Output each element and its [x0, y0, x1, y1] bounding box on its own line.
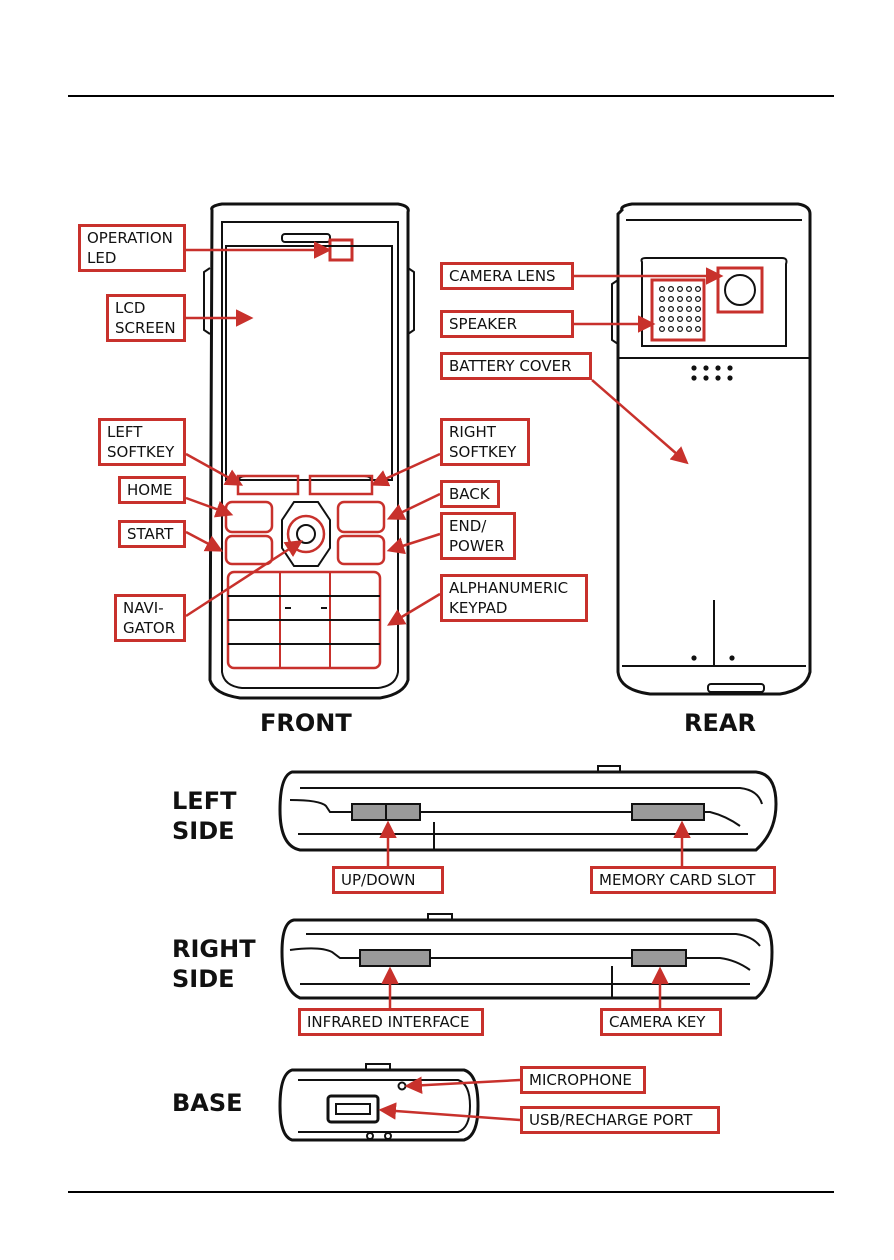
leader-lines: [186, 250, 720, 1120]
callout-infrared-interface: INFRARED INTERFACE: [298, 1008, 484, 1036]
front-softkey-right: [310, 476, 372, 494]
callout-up-down: UP/DOWN: [332, 866, 444, 894]
callout-right-softkey-line1: RIGHT: [449, 422, 521, 442]
callout-operation-led-line2: LED: [87, 248, 177, 268]
base-view: [280, 1064, 478, 1140]
front-home-key: [226, 502, 272, 532]
front-end-key: [338, 536, 384, 564]
leader-battery-cover: [592, 380, 686, 462]
rear-camera-lens: [725, 275, 755, 305]
callout-lcd-screen-line2: SCREEN: [115, 318, 177, 338]
front-navigator-center: [297, 525, 315, 543]
front-body-outline: [210, 204, 408, 698]
rear-view-heading: REAR: [684, 708, 756, 738]
callout-end-power-line1: END/: [449, 516, 507, 536]
callout-right-softkey: RIGHT SOFTKEY: [440, 418, 530, 466]
right-side-heading: RIGHT SIDE: [172, 934, 256, 994]
front-start-key: [226, 536, 272, 564]
leader-left-softkey: [186, 454, 240, 484]
base-strap-hole-left: [367, 1133, 373, 1139]
callout-start: START: [118, 520, 186, 548]
right-side-heading-line2: SIDE: [172, 964, 256, 994]
leader-home: [186, 498, 230, 514]
front-softkey-left: [238, 476, 298, 494]
front-inner-bezel: [222, 222, 398, 688]
leader-navigator: [186, 542, 300, 616]
right-side-infrared-window: [360, 950, 430, 966]
callout-back: BACK: [440, 480, 500, 508]
left-side-card-slot: [632, 804, 704, 820]
callout-end-power-line2: POWER: [449, 536, 507, 556]
callout-lcd-screen: LCD SCREEN: [106, 294, 186, 342]
front-softkey-left-frame: [238, 476, 298, 494]
callout-navigator-line2: GATOR: [123, 618, 177, 638]
front-earpiece: [282, 234, 330, 242]
left-side-heading-line1: LEFT: [172, 786, 236, 816]
callout-memory-card-slot: MEMORY CARD SLOT: [590, 866, 776, 894]
base-strap-hole-right: [385, 1133, 391, 1139]
callout-camera-key: CAMERA KEY: [600, 1008, 722, 1036]
callout-navigator-line1: NAVI-: [123, 598, 177, 618]
base-inner: [298, 1080, 470, 1132]
callout-microphone: MICROPHONE: [520, 1066, 646, 1094]
front-operation-led: [330, 240, 352, 260]
callout-left-softkey-line2: SOFTKEY: [107, 442, 177, 462]
right-side-heading-line1: RIGHT: [172, 934, 256, 964]
callout-operation-led: OPERATION LED: [78, 224, 186, 272]
callout-alphanumeric-keypad-line1: ALPHANUMERIC: [449, 578, 579, 598]
callout-battery-cover: BATTERY COVER: [440, 352, 592, 380]
front-back-key: [338, 502, 384, 532]
leader-usb-recharge-port: [382, 1110, 520, 1120]
rear-speaker-grille: [660, 287, 701, 332]
rear-bottom-port: [708, 684, 764, 692]
front-softkey-right-frame: [310, 476, 372, 494]
right-side-inner-top: [306, 934, 760, 946]
front-view: [204, 204, 414, 698]
callout-lcd-screen-line1: LCD: [115, 298, 177, 318]
base-usb-port-inner: [336, 1104, 370, 1114]
callout-right-softkey-line2: SOFTKEY: [449, 442, 521, 462]
base-microphone-hole: [399, 1083, 406, 1090]
callout-operation-led-line1: OPERATION: [87, 228, 177, 248]
callout-left-softkey: LEFT SOFTKEY: [98, 418, 186, 466]
rear-view: [612, 204, 810, 694]
callout-end-power: END/ POWER: [440, 512, 516, 560]
front-left-side-key: [204, 268, 210, 334]
rear-camera-module: [642, 258, 787, 346]
callout-speaker: SPEAKER: [440, 310, 574, 338]
right-side-camera-key: [632, 950, 686, 966]
callout-usb-recharge-port: USB/RECHARGE PORT: [520, 1106, 720, 1134]
left-side-inner-top: [300, 788, 762, 804]
base-heading: BASE: [172, 1088, 243, 1118]
front-lcd-screen: [226, 246, 392, 480]
callout-camera-lens: CAMERA LENS: [440, 262, 574, 290]
left-side-heading: LEFT SIDE: [172, 786, 236, 846]
right-side-view: [282, 914, 772, 998]
callout-home: HOME: [118, 476, 186, 504]
left-side-view: [280, 766, 776, 850]
callout-navigator: NAVI- GATOR: [114, 594, 186, 642]
callout-alphanumeric-keypad: ALPHANUMERIC KEYPAD: [440, 574, 588, 622]
front-view-heading: FRONT: [260, 708, 352, 738]
leader-start: [186, 532, 220, 550]
callout-left-softkey-line1: LEFT: [107, 422, 177, 442]
callout-alphanumeric-keypad-line2: KEYPAD: [449, 598, 579, 618]
left-side-heading-line2: SIDE: [172, 816, 236, 846]
